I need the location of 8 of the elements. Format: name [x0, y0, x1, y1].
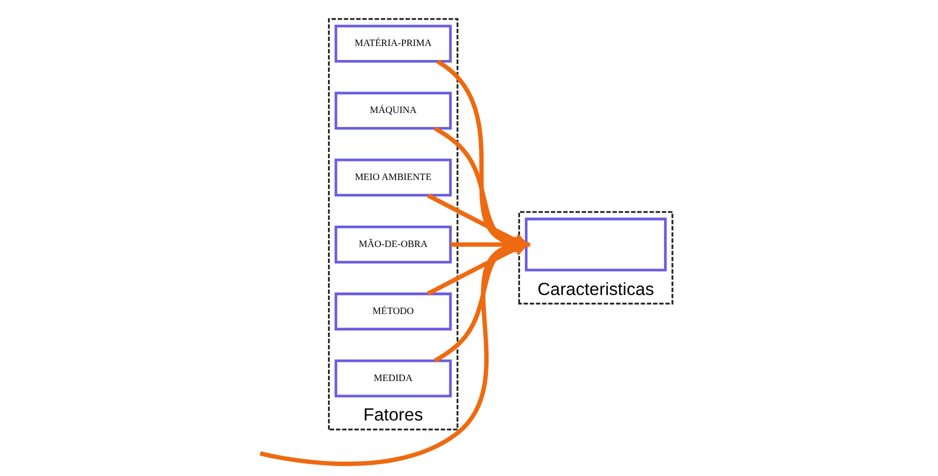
node-box: MEDIDA: [334, 360, 452, 398]
node-box: MATÉRIA-PRIMA: [334, 24, 452, 63]
node-box: MÁQUINA: [334, 92, 452, 130]
cluster: Caracteristicas: [518, 211, 673, 304]
node-box: MÉTODO: [334, 292, 452, 330]
node-box: MEIO AMBIENTE: [334, 158, 452, 197]
node-box: MÃO-DE-OBRA: [334, 226, 452, 264]
node-box: [524, 218, 666, 272]
